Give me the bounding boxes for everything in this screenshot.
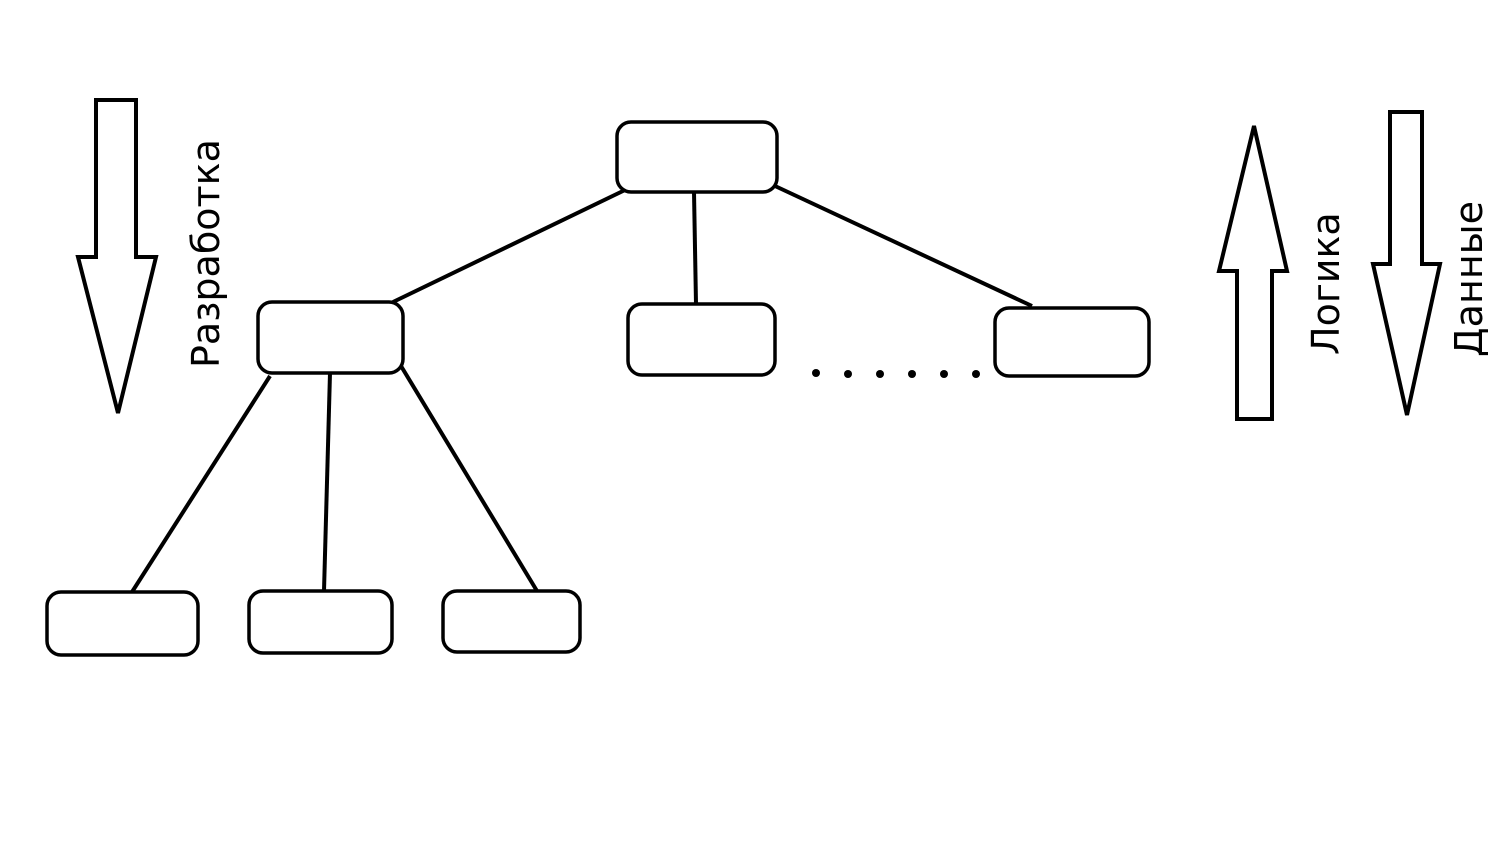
node-level1-middle xyxy=(626,302,777,377)
edge-root-to-level1-middle xyxy=(692,191,698,305)
tree-nodes xyxy=(45,120,1151,657)
edge-root-to-level1-right xyxy=(774,184,1033,308)
ellipsis-dot xyxy=(940,370,948,378)
node-leaf-1 xyxy=(45,590,200,657)
data-arrow-down-icon xyxy=(1370,110,1443,416)
node-level1-right xyxy=(993,306,1151,378)
node-leaf-2 xyxy=(247,589,394,655)
edge-level1-left-to-leaf-3 xyxy=(399,364,539,593)
ellipsis-dot xyxy=(972,370,980,378)
edge-root-to-level1-left xyxy=(392,188,626,304)
edge-level1-left-to-leaf-2 xyxy=(322,372,332,592)
tree-edges xyxy=(130,184,1033,594)
logic-arrow-up-icon xyxy=(1216,125,1290,421)
ellipsis-dot xyxy=(908,370,916,378)
development-label: Разработка xyxy=(184,139,228,368)
development-arrow-down-icon xyxy=(75,98,159,414)
node-root xyxy=(615,120,779,194)
ellipsis-dots xyxy=(812,369,980,378)
ellipsis-dot xyxy=(844,370,852,378)
ellipsis-dot xyxy=(876,370,884,378)
data-label: Данные xyxy=(1447,201,1491,357)
edge-level1-left-to-leaf-1 xyxy=(130,374,272,594)
node-level1-left xyxy=(256,300,405,375)
logic-label: Логика xyxy=(1304,212,1348,355)
ellipsis-dot xyxy=(812,369,820,377)
node-leaf-3 xyxy=(441,589,582,654)
